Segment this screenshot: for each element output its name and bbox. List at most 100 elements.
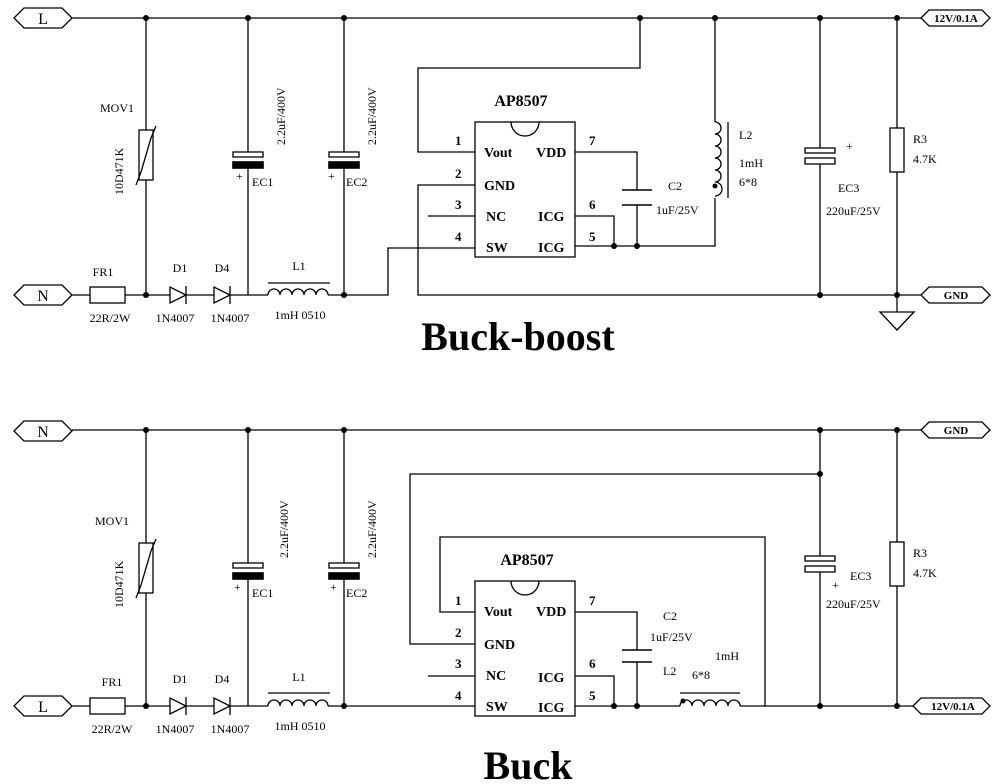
svg-text:1uF/25V: 1uF/25V [656, 203, 699, 217]
svg-text:EC2: EC2 [346, 175, 367, 189]
svg-text:1N4007: 1N4007 [211, 311, 250, 325]
svg-text:220uF/25V: 220uF/25V [826, 204, 881, 218]
svg-text:10D471K: 10D471K [112, 560, 126, 608]
svg-text:+: + [846, 139, 853, 153]
port-label: 12V/0.1A [931, 701, 975, 713]
svg-text:EC2: EC2 [346, 586, 367, 600]
wire-sw [328, 247, 475, 296]
svg-text:6: 6 [589, 197, 596, 212]
svg-text:1mH: 1mH [739, 156, 763, 170]
port-n-top: N [13, 284, 73, 306]
d1-diode: D1 1N4007 [156, 672, 195, 736]
ap8507-chip: AP8507 Vout GND NC SW VDD ICG ICG 1 2 3 … [455, 552, 596, 717]
svg-text:R3: R3 [913, 546, 927, 560]
svg-text:4.7K: 4.7K [913, 566, 937, 580]
svg-text:ICG: ICG [538, 241, 565, 256]
wire-vdd [575, 611, 638, 650]
svg-text:D4: D4 [215, 261, 230, 275]
svg-text:AP8507: AP8507 [500, 552, 553, 569]
svg-text:D1: D1 [173, 261, 188, 275]
l2-inductor: L2 1mH 6*8 [663, 649, 741, 707]
port-label: L [38, 699, 48, 716]
wire-icg6 [575, 675, 615, 706]
circuit-title: Buck [484, 743, 574, 784]
svg-text:7: 7 [589, 133, 596, 148]
svg-text:2: 2 [455, 625, 462, 640]
c2-capacitor: C2 1uF/25V [622, 609, 693, 663]
l1-inductor: L1 1mH 0510 [267, 259, 330, 322]
svg-text:1: 1 [455, 593, 462, 608]
svg-text:1N4007: 1N4007 [211, 722, 250, 736]
svg-text:4: 4 [455, 688, 462, 703]
svg-text:6*8: 6*8 [692, 668, 710, 682]
wire-icg6 [575, 215, 615, 246]
svg-text:EC1: EC1 [252, 175, 273, 189]
buck-boost-circuit: L N 12V/0.1A GND FR1 22R/2W [13, 7, 991, 359]
svg-text:7: 7 [589, 593, 596, 608]
junction-dots [143, 427, 900, 709]
svg-text:22R/2W: 22R/2W [90, 311, 131, 325]
svg-text:AP8507: AP8507 [494, 93, 547, 110]
port-label: N [37, 288, 49, 305]
svg-text:NC: NC [486, 210, 506, 225]
svg-text:L1: L1 [292, 670, 305, 684]
ec1-capacitor: + EC1 2.2uF/400V [232, 500, 291, 600]
wire-vout [417, 18, 641, 153]
svg-text:1N4007: 1N4007 [156, 722, 195, 736]
svg-text:NC: NC [486, 669, 506, 684]
svg-text:L2: L2 [739, 128, 752, 142]
mov1-varistor: MOV1 10D471K [95, 514, 157, 608]
svg-text:FR1: FR1 [93, 265, 114, 279]
svg-text:ICG: ICG [538, 701, 565, 716]
svg-text:MOV1: MOV1 [95, 514, 129, 528]
mov1-varistor: MOV1 10D471K [100, 101, 157, 195]
svg-text:1mH 0510: 1mH 0510 [275, 308, 326, 322]
svg-text:5: 5 [589, 688, 596, 703]
svg-text:1mH: 1mH [715, 649, 739, 663]
d4-diode: D4 1N4007 [211, 261, 250, 325]
port-gnd-bottom: GND [920, 421, 991, 439]
wire-gnd [409, 473, 820, 645]
ec2-capacitor: + EC2 2.2uF/400V [328, 87, 379, 189]
svg-text:2.2uF/400V: 2.2uF/400V [365, 500, 379, 558]
svg-text:L2: L2 [663, 664, 676, 678]
svg-text:2: 2 [455, 166, 462, 181]
buck-circuit: N L GND 12V/0.1A FR1 22R/2W MOV1 10D47 [13, 420, 991, 784]
svg-text:D4: D4 [215, 672, 230, 686]
junction-dots [143, 15, 900, 298]
wire-gnd [417, 184, 897, 296]
fr1-resistor: FR1 22R/2W [89, 265, 131, 325]
ec2-capacitor: + EC2 2.2uF/400V [328, 500, 379, 600]
port-n-bottom: N [13, 420, 73, 442]
d4-diode: D4 1N4007 [211, 672, 250, 736]
svg-text:SW: SW [486, 700, 508, 715]
svg-text:4: 4 [455, 229, 462, 244]
svg-text:220uF/25V: 220uF/25V [826, 597, 881, 611]
svg-text:1mH 0510: 1mH 0510 [275, 719, 326, 733]
svg-text:MOV1: MOV1 [100, 101, 134, 115]
svg-text:FR1: FR1 [102, 675, 123, 689]
svg-text:Vout: Vout [484, 605, 513, 620]
svg-text:VDD: VDD [536, 146, 566, 161]
d1-diode: D1 1N4007 [156, 261, 195, 325]
svg-text:1: 1 [455, 133, 462, 148]
port-label: N [37, 424, 49, 441]
port-12v-top: 12V/0.1A [920, 9, 991, 27]
svg-text:ICG: ICG [538, 210, 565, 225]
wire-icg5 [575, 198, 716, 247]
port-label: GND [944, 290, 969, 302]
svg-text:Vout: Vout [484, 146, 513, 161]
svg-text:+: + [330, 580, 337, 594]
svg-text:+: + [328, 169, 335, 183]
port-label: L [38, 11, 48, 28]
svg-text:SW: SW [486, 241, 508, 256]
c2-capacitor: C2 1uF/25V [622, 179, 699, 217]
svg-text:EC3: EC3 [838, 181, 859, 195]
svg-text:C2: C2 [668, 179, 682, 193]
svg-text:5: 5 [589, 229, 596, 244]
wire-vout [439, 536, 766, 706]
port-l-bottom: L [13, 695, 73, 717]
svg-text:R3: R3 [913, 132, 927, 146]
l2-inductor: L2 1mH 6*8 [712, 121, 763, 198]
